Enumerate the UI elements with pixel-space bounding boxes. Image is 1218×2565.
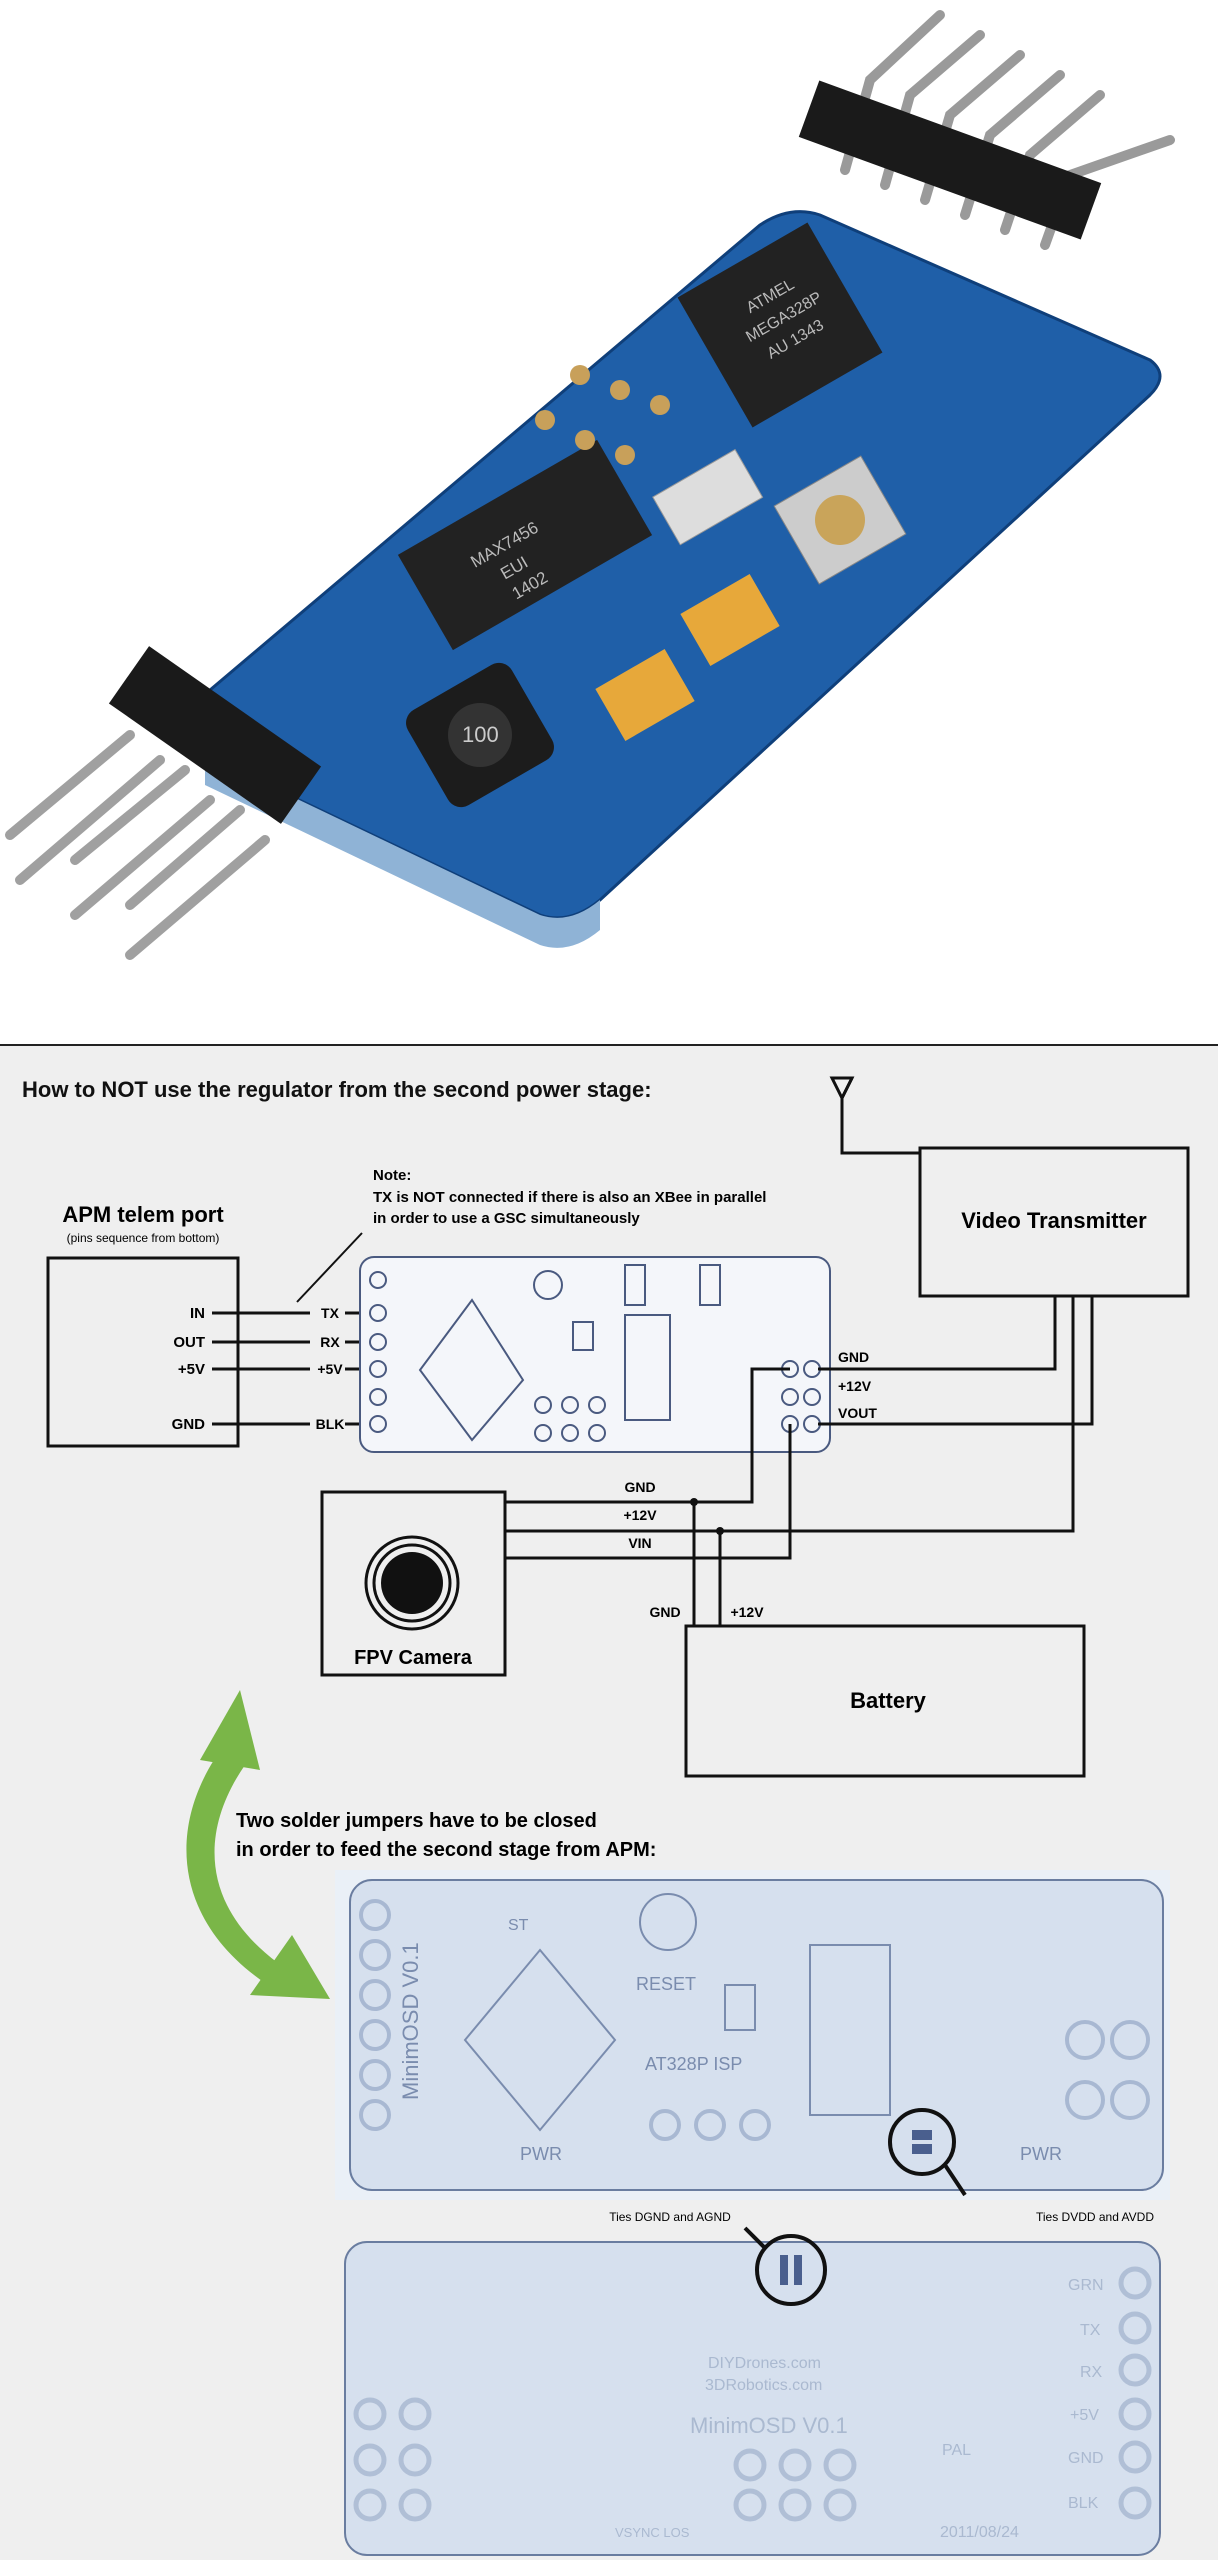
camera-wire-12v: +12V — [623, 1507, 657, 1523]
max7456-chip: MAX7456 EUI 1402 — [397, 439, 653, 651]
board-silk-label: GND — [1068, 2450, 1104, 2467]
junction-dot — [716, 1527, 724, 1535]
header-pins-left — [5, 646, 322, 960]
power-wires — [505, 1296, 1094, 1626]
jumper-text-line-1: Two solder jumpers have to be closed — [236, 1810, 597, 1832]
diagram-title: How to NOT use the regulator from the se… — [22, 1077, 652, 1102]
apm-pin-out: OUT — [173, 1334, 205, 1351]
board-silk-label: PWR — [520, 2144, 562, 2164]
battery-label: Battery — [850, 1688, 927, 1713]
jumper-text-line-2: in order to feed the second stage from A… — [236, 1839, 656, 1861]
osd-board-outline — [359, 1256, 831, 1453]
board-silk-label: RX — [1080, 2364, 1103, 2381]
osd-pin-5v: +5V — [317, 1361, 343, 1377]
camera-wire-vin: VIN — [628, 1535, 651, 1551]
board-silk-label: MinimOSD V0.1 — [690, 2413, 848, 2438]
osd-pin-vout: VOUT — [838, 1405, 877, 1421]
atmega-chip: ATMEL MEGA328P AU 1343 — [677, 222, 883, 428]
apm-pin-5v: +5V — [178, 1361, 205, 1378]
osd-pin-rx: RX — [320, 1334, 340, 1350]
crystal — [652, 448, 764, 546]
callout-dgnd-label: Ties DGND and AGND — [609, 2210, 731, 2224]
battery-box — [684, 1624, 1086, 1778]
junction-dot — [690, 1498, 698, 1506]
capacitor — [680, 574, 780, 666]
board-silk-label: VSYNC LOS — [615, 2525, 690, 2540]
osd-pin-gnd: GND — [838, 1349, 869, 1365]
fpv-camera-label: FPV Camera — [354, 1647, 473, 1669]
camera-lens-icon — [364, 1535, 460, 1631]
inductor: 100 — [406, 662, 554, 808]
battery-wire-12v: +12V — [730, 1604, 764, 1620]
solder-jumper-dgnd — [743, 2226, 827, 2306]
apm-telem-box — [46, 1256, 240, 1448]
board-silk-label: MinimOSD V0.1 — [398, 1942, 423, 2100]
apm-title: APM telem port — [62, 1202, 224, 1227]
note-line-1: TX is NOT connected if there is also an … — [373, 1189, 766, 1206]
board-silk-label: TX — [1080, 2322, 1101, 2339]
video-transmitter-label: Video Transmitter — [961, 1208, 1147, 1233]
board-silk-label: DIYDrones.com — [708, 2355, 821, 2372]
note-pointer — [296, 1232, 363, 1303]
antenna-icon — [829, 1076, 920, 1155]
pcb — [194, 210, 1162, 948]
board-silk-label: 3DRobotics.com — [705, 2377, 822, 2394]
note-line-2: in order to use a GSC simultaneously — [373, 1210, 640, 1227]
header-block-top — [798, 80, 1102, 240]
board-top-view: MinimOSD V0.1 ST RESET AT328P ISP PWR PW… — [335, 1870, 1170, 2200]
board-bottom-view: DIYDrones.com 3DRobotics.com MinimOSD V0… — [344, 2226, 1161, 2556]
callout-dvdd-label: Ties DVDD and AVDD — [1036, 2210, 1154, 2224]
board-silk-label: 2011/08/24 — [940, 2524, 1019, 2541]
reset-button-component — [773, 455, 907, 585]
board-silk-label: AT328P ISP — [645, 2054, 742, 2074]
board-silk-label: PWR — [1020, 2144, 1062, 2164]
divider — [0, 1044, 1218, 1046]
capacitor — [595, 649, 695, 741]
solder-jumper-dvdd — [888, 2108, 967, 2197]
curved-double-arrow-icon — [186, 1690, 330, 1999]
minimosd-board-photo: ATMEL MEGA328P AU 1343 MAX7456 EUI 1402 … — [0, 0, 1218, 1040]
board-silk-label: RESET — [636, 1974, 696, 1994]
apm-subtitle: (pins sequence from bottom) — [67, 1231, 220, 1245]
board-silk-label: BLK — [1068, 2495, 1099, 2512]
inductor-label: 100 — [462, 722, 499, 747]
osd-pin-tx: TX — [321, 1305, 340, 1321]
telem-wires — [212, 1311, 372, 1426]
board-silk-label: +5V — [1070, 2407, 1099, 2424]
isp-pads — [535, 365, 670, 465]
wiring-diagram: How to NOT use the regulator from the se… — [0, 1046, 1218, 2560]
osd-pin-blk: BLK — [316, 1416, 345, 1432]
board-silk-label: GRN — [1068, 2277, 1104, 2294]
board-silk-label: ST — [508, 1917, 529, 1934]
board-silk-label: PAL — [942, 2442, 971, 2459]
camera-wire-gnd: GND — [624, 1479, 655, 1495]
osd-pin-12v: +12V — [838, 1378, 872, 1394]
apm-pin-in: IN — [190, 1305, 205, 1322]
apm-pin-gnd: GND — [172, 1416, 206, 1433]
fpv-camera-box — [320, 1490, 507, 1677]
note-heading: Note: — [373, 1167, 411, 1184]
battery-wire-gnd: GND — [649, 1604, 680, 1620]
